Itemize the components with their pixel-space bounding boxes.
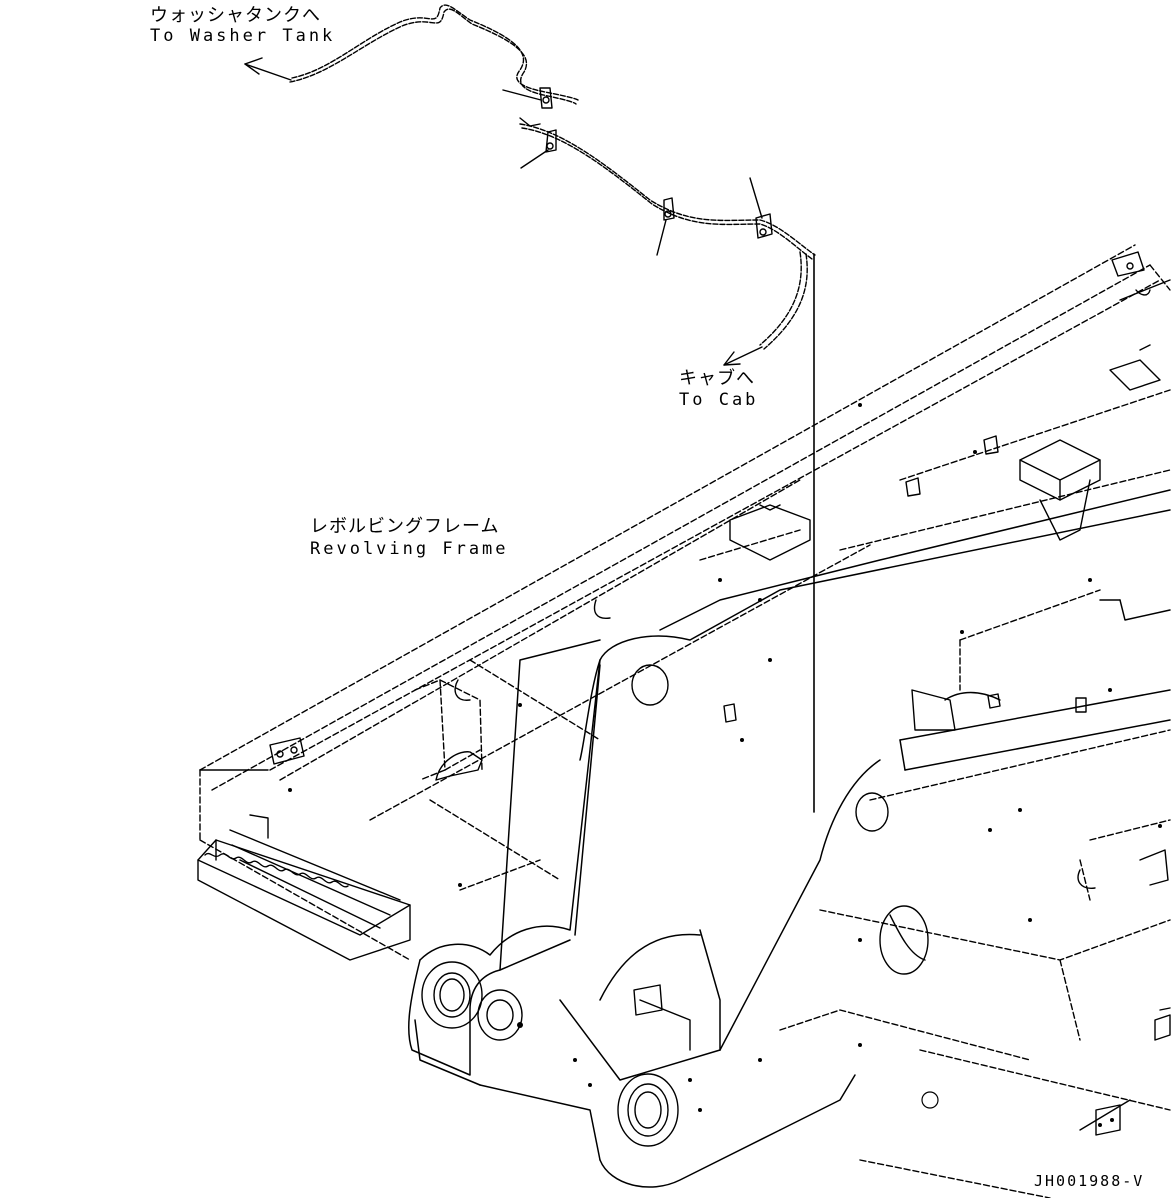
cab-label-jp: キャブへ bbox=[679, 368, 755, 389]
boss-left-icon bbox=[421, 961, 483, 1029]
drawing-code: JH001988-V bbox=[1034, 1172, 1145, 1190]
washer-hose bbox=[289, 4, 816, 260]
boss-bottom-icon bbox=[617, 1073, 679, 1147]
frame-bracket-left-solid bbox=[435, 599, 611, 781]
frame-bracket-left bbox=[414, 659, 601, 891]
leader-lines bbox=[502, 89, 763, 256]
hose-clamp-icon bbox=[519, 87, 773, 239]
frame-deck-outline bbox=[199, 251, 1145, 771]
step bbox=[197, 814, 411, 961]
boss-upper-icon bbox=[631, 664, 929, 975]
washer-tank-label-jp: ウォッシャタンクへ bbox=[150, 5, 321, 26]
right-fittings bbox=[633, 435, 1171, 1136]
boom-foot bbox=[408, 489, 1171, 1188]
bolt-holes bbox=[288, 403, 1162, 1127]
frame-deck bbox=[199, 244, 1171, 961]
boss-center-icon bbox=[477, 989, 523, 1041]
revolving-frame-label-jp: レボルビングフレーム bbox=[310, 516, 500, 537]
cab-arrow-icon bbox=[723, 346, 763, 366]
cab-label-en: To Cab bbox=[679, 390, 759, 410]
revolving-frame-label-en: Revolving Frame bbox=[310, 539, 509, 559]
cab-hose bbox=[759, 251, 808, 350]
washer-tank-arrow-icon bbox=[244, 57, 292, 81]
right-panels bbox=[699, 389, 1171, 1198]
right-edge-detail bbox=[1109, 279, 1171, 391]
washer-tank-label-en: To Washer Tank bbox=[150, 26, 336, 46]
